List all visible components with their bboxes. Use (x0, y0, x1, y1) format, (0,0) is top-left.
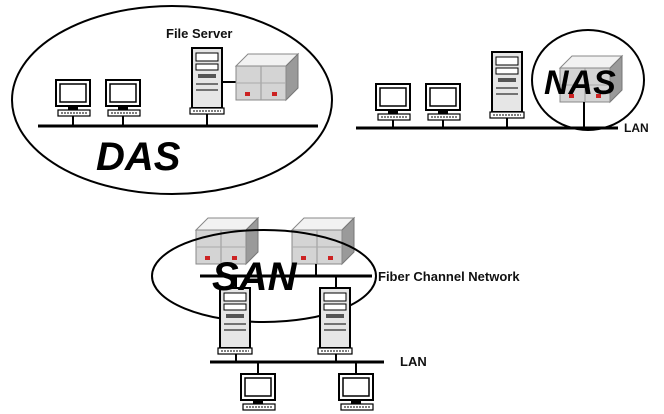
fiber-channel-label: Fiber Channel Network (378, 269, 520, 284)
workstation-icon (55, 79, 91, 117)
server-tower-icon (317, 287, 353, 355)
disk-array-icon (291, 217, 355, 265)
nas-lan-label: LAN (624, 121, 649, 135)
file-server-label: File Server (166, 26, 233, 41)
nas-title: NAS (544, 64, 616, 102)
server-tower-icon (489, 51, 525, 119)
workstation-icon (240, 373, 276, 411)
workstation-icon (105, 79, 141, 117)
workstation-icon (425, 83, 461, 121)
workstation-icon (338, 373, 374, 411)
san-lan-label: LAN (400, 354, 427, 369)
nas-boundary (531, 29, 645, 131)
san-boundary (151, 229, 377, 323)
das-boundary (11, 5, 333, 195)
workstation-icon (375, 83, 411, 121)
das-title: DAS (96, 135, 181, 179)
san-title: SAN (212, 255, 298, 299)
san-group: Fiber Channel Network SAN LAN (151, 217, 520, 411)
nas-group: LAN NAS (356, 29, 649, 135)
server-tower-icon (189, 47, 225, 115)
das-group: File Server DAS (11, 5, 333, 195)
disk-array-icon (235, 53, 299, 101)
